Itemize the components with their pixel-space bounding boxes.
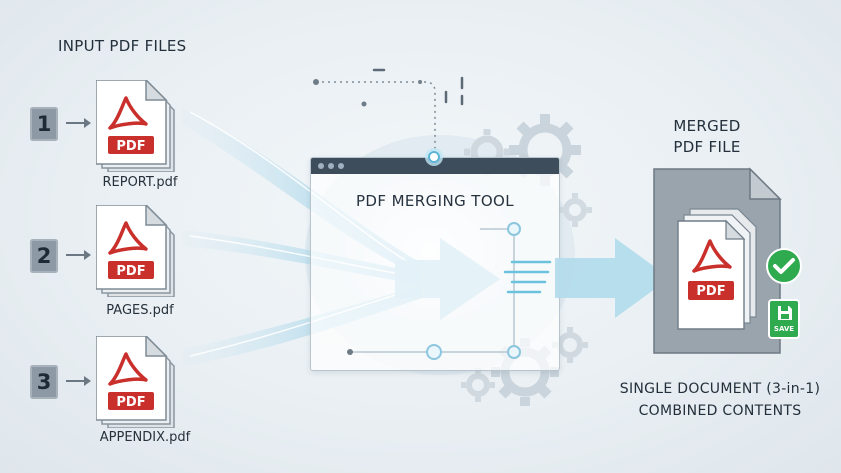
circuit-node — [507, 222, 521, 236]
pdf-file-stack[interactable]: PDF — [95, 78, 178, 177]
merging-tool-window[interactable]: PDF MERGING TOOL — [310, 157, 560, 371]
pdf-badge-text: PDF — [116, 264, 145, 279]
acrobat-icon — [692, 239, 732, 273]
circuit-node — [347, 349, 353, 355]
pdf-document-icon: PDF — [95, 78, 175, 173]
pdf-badge-text: PDF — [116, 139, 145, 154]
speed-lines — [503, 260, 552, 294]
output-caption-line: SINGLE DOCUMENT (3-in-1) — [619, 381, 821, 397]
window-control-dot[interactable] — [328, 163, 334, 169]
output-heading-line: PDF FILE — [673, 138, 741, 156]
file-name: APPENDIX.pdf — [99, 430, 191, 445]
tool-title: PDF MERGING TOOL — [355, 192, 515, 210]
circuit-node — [507, 345, 521, 359]
save-label: SAVE — [773, 325, 795, 333]
input-heading: INPUT PDF FILES — [58, 37, 187, 55]
pdf-document-icon: PDF — [95, 334, 175, 429]
acrobat-icon — [108, 352, 148, 386]
pdf-document-icon: PDF — [95, 203, 175, 298]
file-name: PAGES.pdf — [106, 303, 174, 318]
output-caption-line: COMBINED CONTENTS — [638, 403, 802, 419]
output-caption: SINGLE DOCUMENT (3-in-1) COMBINED CONTEN… — [600, 378, 840, 422]
pdf-file-stack[interactable]: PDF — [95, 203, 178, 302]
dotted-line — [322, 81, 436, 150]
pdf-file-stack[interactable]: PDF — [95, 334, 178, 433]
arrow-icon — [66, 376, 91, 386]
save-button[interactable]: SAVE — [768, 299, 800, 339]
window-control-dot[interactable] — [338, 163, 344, 169]
merged-pdf-file[interactable]: PDF — [650, 165, 810, 360]
pdf-badge-text: PDF — [116, 395, 145, 410]
signal-dashes — [372, 68, 464, 106]
arrow-icon — [66, 118, 91, 128]
checkmark-icon — [766, 248, 802, 284]
acrobat-icon — [108, 96, 148, 130]
pdf-badge-text: PDF — [696, 284, 725, 299]
file-number-badge: 1 — [30, 107, 58, 141]
output-heading-line: MERGED — [673, 117, 741, 135]
window-title-bar — [311, 158, 559, 174]
file-number-badge: 2 — [30, 239, 58, 273]
acrobat-icon — [108, 221, 148, 255]
output-arrow-icon — [555, 238, 670, 318]
file-number-badge: 3 — [30, 365, 58, 399]
window-control-dot[interactable] — [318, 163, 324, 169]
arrow-icon — [66, 250, 91, 260]
output-heading: MERGED PDF FILE — [652, 116, 762, 158]
circuit-node — [426, 344, 442, 360]
gear-icon — [461, 368, 495, 402]
save-icon — [778, 306, 792, 320]
file-name: REPORT.pdf — [102, 175, 178, 190]
